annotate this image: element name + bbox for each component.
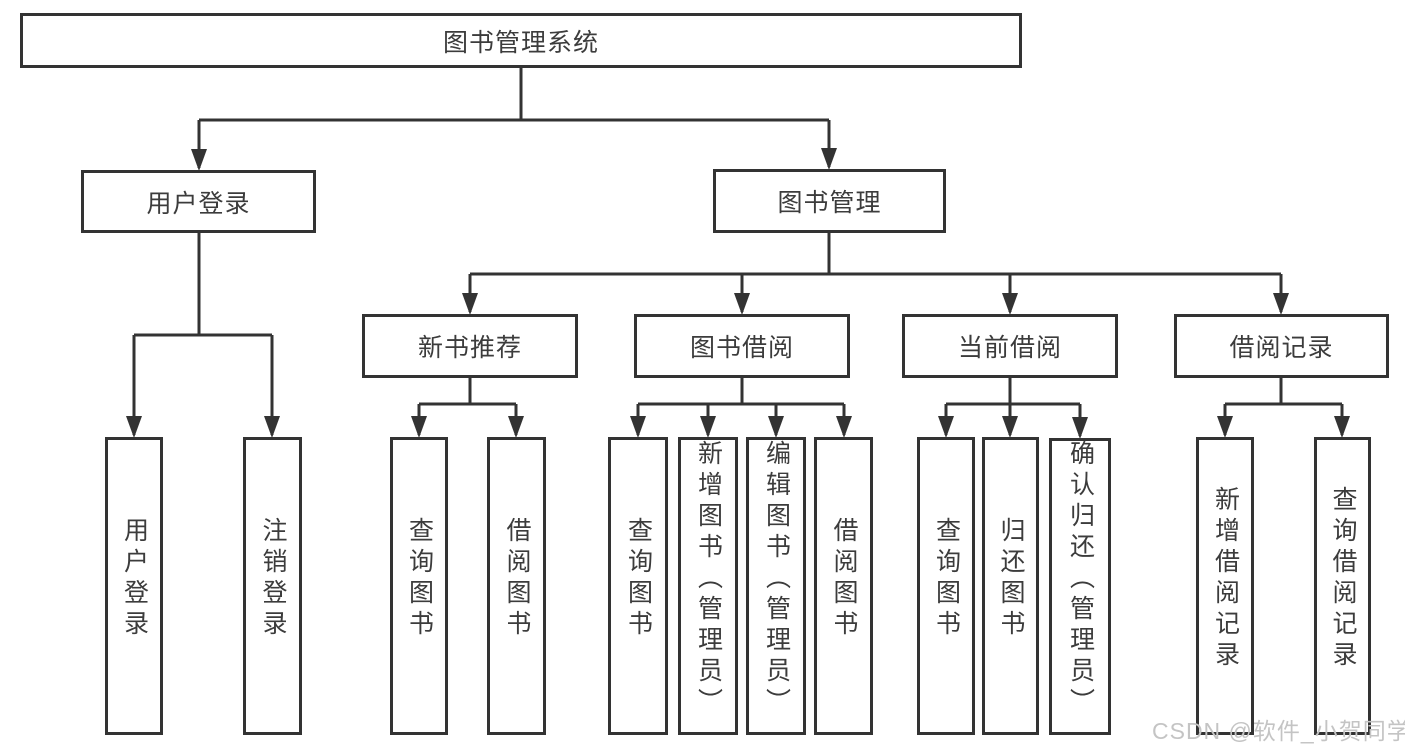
node-root: 图书管理系统: [20, 13, 1022, 68]
arrowhead-icon: [836, 416, 852, 438]
node-leaf-borrow-books-1: 借阅图书: [487, 437, 546, 735]
node-current-borrow: 当前借阅: [902, 314, 1118, 378]
node-leaf-add-borrow-record: 新增借阅记录: [1196, 437, 1254, 735]
node-label: 查询图书: [624, 517, 653, 641]
node-label: 当前借阅: [957, 334, 1062, 362]
arrowhead-icon: [630, 416, 646, 438]
arrowhead-icon: [411, 416, 427, 438]
node-label: 图书借阅: [689, 334, 794, 362]
watermark: CSDN @软件_小贺同学: [1152, 718, 1405, 744]
arrowhead-icon: [1072, 417, 1088, 439]
arrowhead-icon: [508, 416, 524, 438]
node-new-book-recommend: 新书推荐: [362, 314, 578, 378]
node-user-login: 用户登录: [81, 170, 316, 233]
arrowhead-icon: [1334, 416, 1350, 438]
node-leaf-query-books-3: 查询图书: [917, 437, 975, 735]
arrowhead-icon: [1002, 416, 1018, 438]
node-label: 查询图书: [405, 517, 434, 641]
node-label: 新增图书（管理员）: [694, 439, 723, 719]
node-leaf-edit-books-admin: 编辑图书（管理员）: [746, 437, 806, 735]
arrowhead-icon: [938, 416, 954, 438]
arrowhead-icon: [126, 416, 142, 438]
node-leaf-add-books-admin: 新增图书（管理员）: [678, 437, 738, 735]
node-label: 借阅图书: [830, 517, 858, 641]
node-label: 新书推荐: [417, 334, 522, 362]
arrowhead-icon: [462, 293, 478, 315]
node-label: 新增借阅记录: [1211, 486, 1240, 672]
arrowhead-icon: [1002, 293, 1018, 315]
node-leaf-query-books-2: 查询图书: [608, 437, 668, 735]
arrowhead-icon: [1273, 293, 1289, 315]
node-leaf-confirm-return-admin: 确认归还（管理员）: [1049, 438, 1111, 735]
node-book-management: 图书管理: [713, 169, 946, 233]
arrowhead-icon: [700, 416, 716, 438]
node-label: 查询图书: [932, 517, 961, 641]
node-leaf-user-login: 用户登录: [105, 437, 163, 735]
node-book-borrow: 图书借阅: [634, 314, 850, 378]
node-label: 归还图书: [997, 517, 1025, 641]
node-label: 用户登录: [146, 189, 251, 218]
node-label: 查询借阅记录: [1329, 486, 1357, 672]
arrowhead-icon: [191, 149, 207, 171]
arrowhead-icon: [264, 416, 280, 438]
node-leaf-query-books-1: 查询图书: [390, 437, 448, 735]
node-leaf-return-books: 归还图书: [982, 437, 1039, 735]
node-label: 图书管理: [777, 189, 882, 217]
node-label: 借阅记录: [1229, 334, 1334, 362]
node-leaf-logout: 注销登录: [243, 437, 302, 735]
node-label: 借阅图书: [503, 517, 531, 641]
arrowhead-icon: [734, 293, 750, 315]
node-label: 用户登录: [120, 517, 149, 641]
arrowhead-icon: [768, 416, 784, 438]
node-label: 注销登录: [259, 517, 287, 641]
node-label: 编辑图书（管理员）: [762, 439, 791, 719]
node-leaf-query-borrow-record: 查询借阅记录: [1314, 437, 1371, 735]
node-label: 图书管理系统: [442, 28, 599, 57]
node-label: 确认归还（管理员）: [1066, 440, 1095, 719]
node-borrow-records: 借阅记录: [1174, 314, 1389, 378]
node-leaf-borrow-books-2: 借阅图书: [814, 437, 873, 735]
arrowhead-icon: [1217, 416, 1233, 438]
arrowhead-icon: [821, 148, 837, 170]
